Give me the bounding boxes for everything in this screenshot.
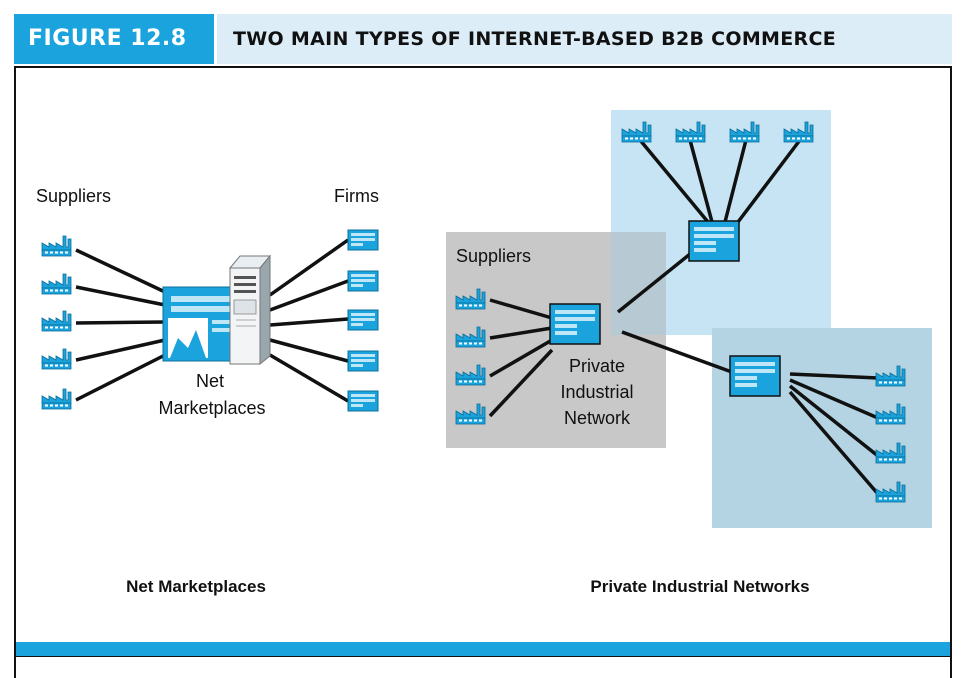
private-network-diagram: Suppliers Private [446, 110, 932, 596]
hub-label-line2: Marketplaces [158, 398, 265, 418]
firm-links [268, 238, 350, 403]
building-icon [347, 390, 379, 412]
building-icon [347, 229, 379, 251]
factory-icon [41, 310, 72, 332]
footer-divider [16, 642, 950, 656]
building-icon [347, 350, 379, 372]
figure-number: FIGURE 12.8 [14, 14, 214, 64]
right-suppliers-label: Suppliers [456, 246, 531, 266]
building-icon [347, 309, 379, 331]
building-icon [347, 270, 379, 292]
factory-icon [41, 273, 72, 295]
hub-label-line1: Net [196, 371, 224, 391]
pin-label-line3: Network [564, 408, 631, 428]
footer-rule [16, 656, 950, 657]
network-hub-icon [549, 303, 601, 345]
figure-frame [14, 66, 952, 678]
private-networks-caption: Private Industrial Networks [590, 577, 809, 596]
supplier-links [75, 248, 166, 402]
left-suppliers-label: Suppliers [36, 186, 111, 206]
left-supplier-factories [41, 235, 72, 410]
firm-buildings [347, 229, 379, 412]
server-icon [228, 254, 272, 366]
factory-icon [41, 348, 72, 370]
marketplace-hub [162, 254, 272, 366]
network-links [488, 138, 880, 496]
network-hub-icon [729, 355, 781, 397]
figure-title: TWO MAIN TYPES OF INTERNET-BASED B2B COM… [217, 14, 952, 64]
network-hub-icon [688, 220, 740, 262]
factory-icon [41, 235, 72, 257]
pin-label-line1: Private [569, 356, 625, 376]
pin-label-line2: Industrial [560, 382, 633, 402]
firms-label: Firms [334, 186, 379, 206]
net-marketplaces-caption: Net Marketplaces [126, 577, 266, 596]
factory-icon [41, 388, 72, 410]
figure-header: FIGURE 12.8 TWO MAIN TYPES OF INTERNET-B… [14, 14, 952, 64]
net-marketplace-diagram: Suppliers Firms [36, 186, 379, 596]
